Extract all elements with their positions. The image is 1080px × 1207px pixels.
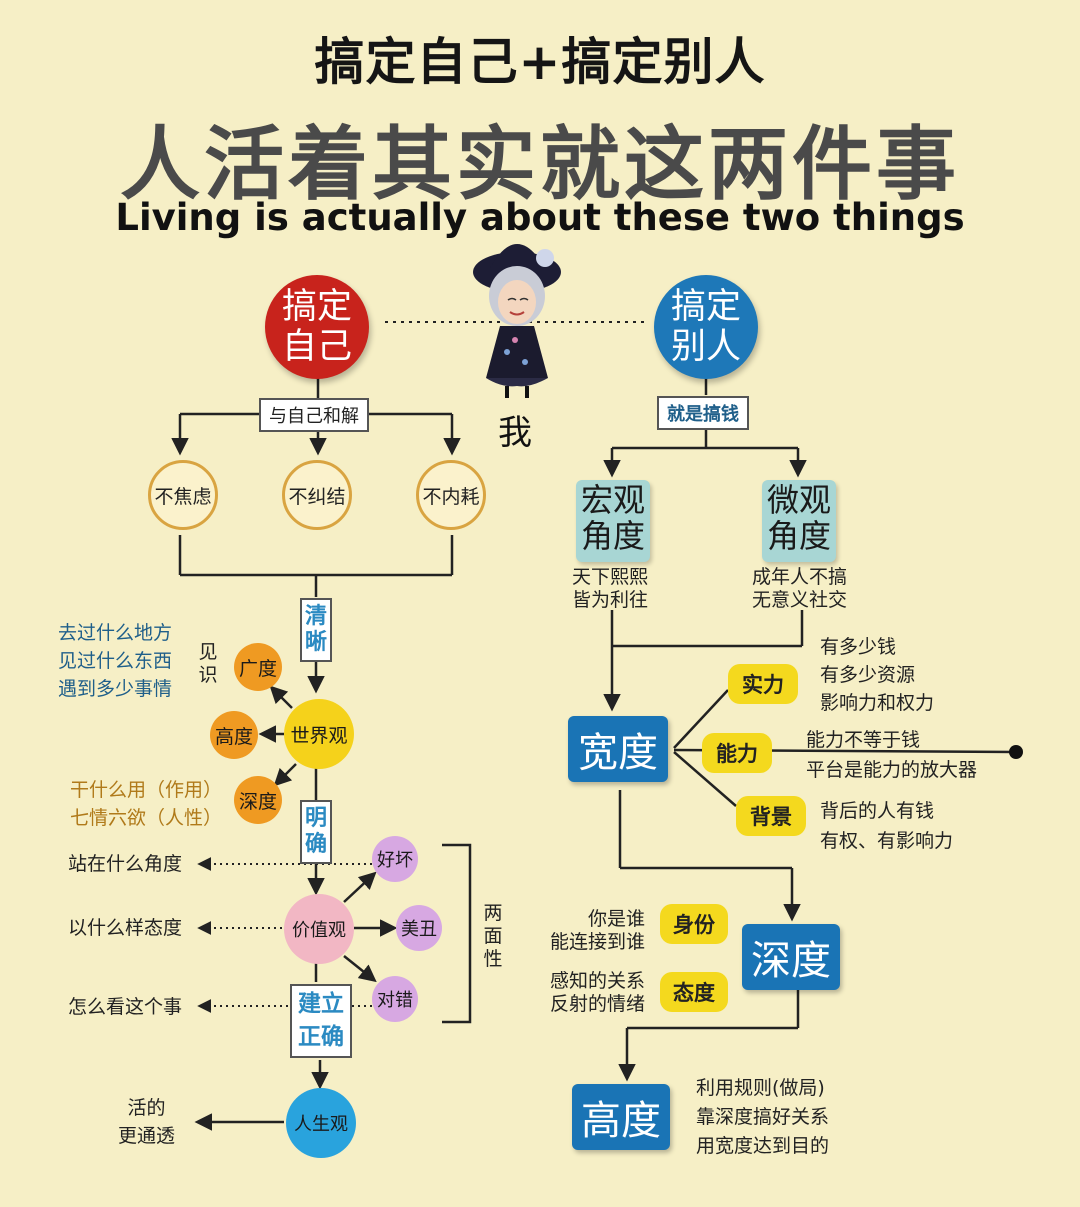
- identity-pill: 身份: [660, 904, 728, 944]
- beauty-circle: 美丑: [396, 905, 442, 951]
- macro-box: 宏观角度: [576, 480, 650, 562]
- background-pill: 背景: [736, 796, 806, 836]
- knowledge-lines: 去过什么地方 见过什么东西 遇到多少事情: [58, 622, 173, 700]
- attitude-lines: 感知的关系 反射的情绪: [549, 970, 645, 1015]
- breadth-circle: 广度: [234, 643, 282, 691]
- right-wrong-circle: 对错: [372, 976, 418, 1022]
- duality-vertical: 两面性: [483, 902, 503, 970]
- breadth-box: 宽度: [568, 716, 668, 782]
- values-circle: 价值观: [284, 894, 354, 964]
- ring-no-entanglement: 不纠结: [282, 460, 352, 530]
- clarity-tag: 清晰: [300, 598, 332, 662]
- ability-lines: 能力不等于钱 平台是能力的放大器: [806, 729, 978, 781]
- title-line-1: 搞定自己+搞定别人: [314, 33, 766, 91]
- left-reconcile-tag: 与自己和解: [259, 398, 369, 432]
- macro-sub: 天下熙熙 皆为利往: [572, 566, 649, 611]
- title-line-2: 人活着其实就这两件事: [120, 118, 960, 211]
- establish-tag: 建立 正确: [290, 984, 352, 1058]
- ability-pill: 能力: [702, 733, 772, 773]
- background-lines: 背后的人有钱 有权、有影响力: [820, 800, 954, 852]
- clear-tag: 明确: [300, 800, 332, 864]
- depth-circle: 深度: [234, 776, 282, 824]
- strength-pill: 实力: [728, 664, 798, 704]
- lady-icon: [473, 244, 561, 398]
- live-lines: 活的 更通透: [118, 1097, 176, 1147]
- life-view-circle: 人生观: [286, 1088, 356, 1158]
- worldview-circle: 世界观: [284, 699, 354, 769]
- micro-sub: 成年人不搞 无意义社交: [752, 566, 848, 611]
- strength-lines: 有多少钱 有多少资源 影响力和权力: [820, 636, 935, 714]
- micro-box: 微观角度: [762, 480, 836, 562]
- right-main-circle: 搞定别人: [654, 275, 758, 379]
- knowledge-vertical: 见识: [198, 641, 218, 686]
- title-line-3: Living is actually about these two thing…: [115, 196, 965, 239]
- good-bad-circle: 好坏: [372, 836, 418, 882]
- height-lines: 利用规则(做局) 靠深度搞好关系 用宽度达到目的: [696, 1077, 830, 1157]
- perspective-question: 站在什么角度: [68, 853, 183, 875]
- make-money-tag: 就是搞钱: [657, 396, 749, 430]
- ring-no-anxiety: 不焦虑: [148, 460, 218, 530]
- ring-no-burnout: 不内耗: [416, 460, 486, 530]
- depth-lines: 干什么用（作用） 七情六欲（人性）: [70, 779, 223, 829]
- view-question: 怎么看这个事: [68, 996, 183, 1018]
- identity-lines: 你是谁 能连接到谁: [549, 908, 645, 953]
- height-circle: 高度: [210, 711, 258, 759]
- height-box: 高度: [572, 1084, 670, 1150]
- left-main-circle: 搞定自己: [265, 275, 369, 379]
- attitude-question: 以什么样态度: [68, 917, 183, 939]
- attitude-pill: 态度: [660, 972, 728, 1012]
- center-label: 我: [498, 413, 532, 453]
- depth-box: 深度: [742, 924, 840, 990]
